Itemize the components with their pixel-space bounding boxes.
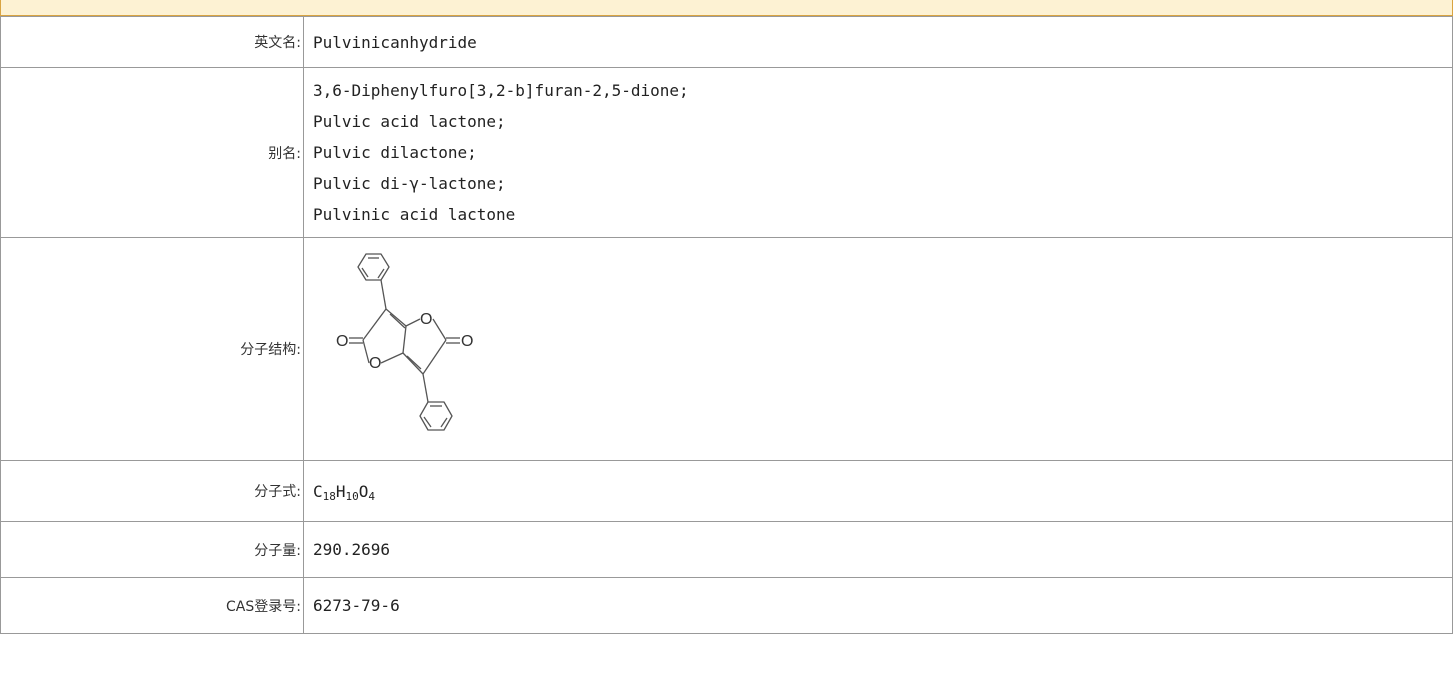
alias-item: 3,6-Diphenylfuro[3,2-b]furan-2,5-dione;	[313, 81, 689, 100]
row-english-name: 英文名: Pulvinicanhydride	[0, 16, 1453, 68]
formula-count: 18	[322, 489, 336, 503]
formula-element: H	[335, 481, 346, 501]
formula-count: 4	[368, 489, 376, 503]
alias-item: Pulvic dilactone;	[313, 143, 477, 162]
cas-label: CAS登录号:	[0, 577, 304, 634]
row-formula: 分子式: C18H10O4	[0, 460, 1453, 522]
molecular-structure-image: O O O O	[336, 253, 473, 431]
carbonyl-oxygen-label: O	[336, 333, 348, 350]
row-molecular-weight: 分子量: 290.2696	[0, 521, 1453, 578]
english-name-label: 英文名:	[0, 16, 304, 68]
alias-item: Pulvinic acid lactone	[313, 205, 516, 224]
alias-item: Pulvic acid lactone;	[313, 112, 506, 131]
compound-info-table: 英文名: Pulvinicanhydride 别名: 3,6-Diphenylf…	[0, 16, 1453, 634]
structure-label: 分子结构:	[0, 237, 304, 461]
row-cas: CAS登录号: 6273-79-6	[0, 577, 1453, 634]
row-structure: 分子结构:	[0, 237, 1453, 461]
cas-value: 6273-79-6	[303, 577, 1453, 634]
formula-value: C18H10O4	[303, 460, 1453, 522]
formula-count: 10	[345, 489, 359, 503]
ring-oxygen-label: O	[369, 355, 381, 372]
carbonyl-oxygen-label: O	[461, 333, 473, 350]
alias-item: Pulvic di-γ-lactone;	[313, 174, 506, 193]
section-header-bar	[0, 0, 1453, 16]
formula-element: C	[313, 481, 323, 501]
molecular-weight-label: 分子量:	[0, 521, 304, 578]
formula-element: O	[358, 481, 369, 501]
english-name-value: Pulvinicanhydride	[303, 16, 1453, 68]
row-aliases: 别名: 3,6-Diphenylfuro[3,2-b]furan-2,5-dio…	[0, 67, 1453, 238]
molecular-weight-value: 290.2696	[303, 521, 1453, 578]
ring-oxygen-label: O	[420, 311, 432, 328]
structure-cell: O O O O	[303, 237, 1453, 461]
formula-label: 分子式:	[0, 460, 304, 522]
aliases-cell: 3,6-Diphenylfuro[3,2-b]furan-2,5-dione; …	[303, 67, 1453, 238]
aliases-label: 别名:	[0, 67, 304, 238]
